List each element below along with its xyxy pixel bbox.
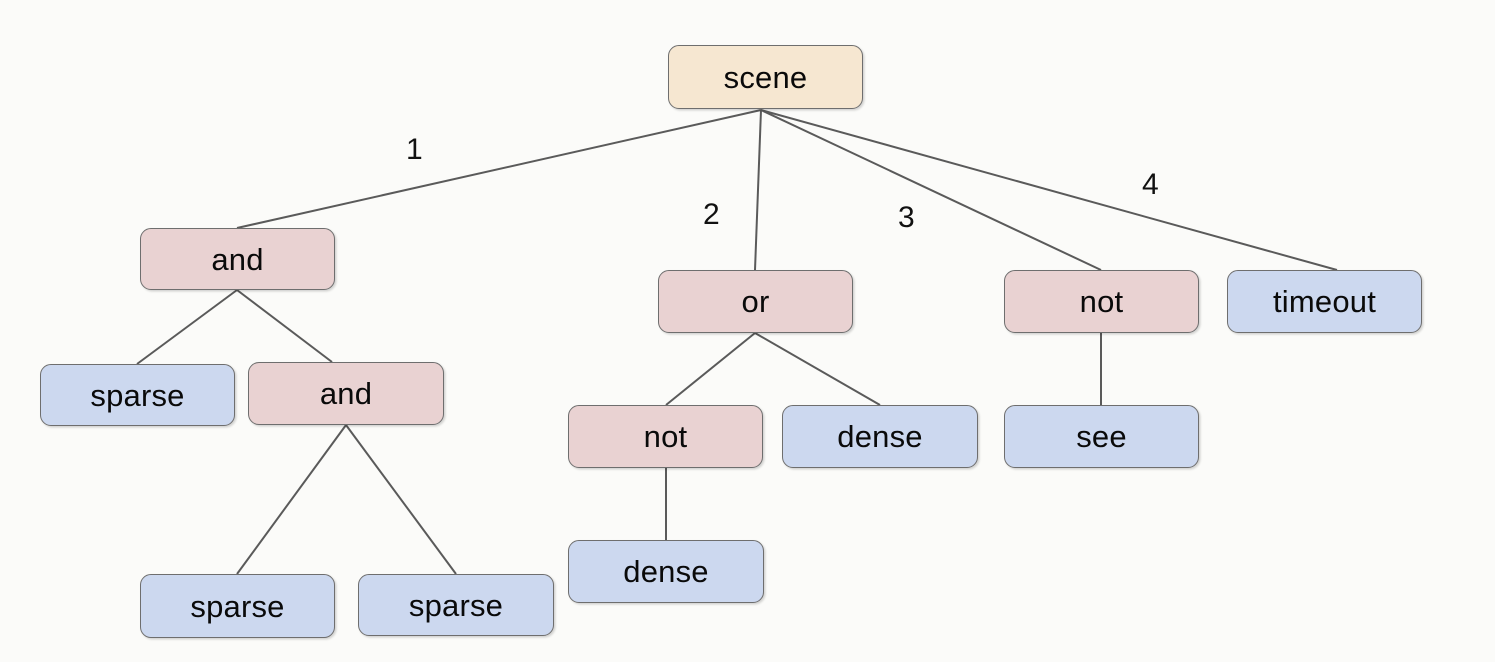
tree-node-not2[interactable]: not	[1004, 270, 1199, 333]
tree-node-sparse1[interactable]: sparse	[40, 364, 235, 426]
tree-edge-scene-to-and1	[236, 109, 762, 229]
tree-node-scene[interactable]: scene	[668, 45, 863, 109]
tree-node-label: not	[643, 419, 688, 454]
tree-node-label: not	[1079, 284, 1124, 319]
tree-node-label: sparse	[90, 377, 185, 413]
tree-edge-and2-to-sparse3	[345, 424, 457, 575]
tree-node-label: or	[741, 284, 770, 319]
tree-node-label: dense	[623, 554, 709, 589]
edge-label-4: 4	[1142, 168, 1159, 201]
tree-node-and1[interactable]: and	[140, 228, 335, 290]
tree-node-sparse3[interactable]: sparse	[358, 574, 554, 636]
tree-node-label: scene	[723, 59, 808, 95]
tree-node-see1[interactable]: see	[1004, 405, 1199, 468]
tree-edge-or1-to-not1	[665, 332, 756, 406]
tree-node-timeout1[interactable]: timeout	[1227, 270, 1422, 333]
tree-node-not1[interactable]: not	[568, 405, 763, 468]
tree-node-label: sparse	[190, 588, 285, 624]
tree-node-label: and	[211, 241, 264, 277]
tree-node-dense2[interactable]: dense	[568, 540, 764, 603]
tree-edge-or1-to-dense1	[754, 332, 881, 406]
tree-node-or1[interactable]: or	[658, 270, 853, 333]
tree-edge-scene-to-timeout1	[760, 109, 1338, 271]
tree-edge-scene-to-not2	[760, 109, 1102, 271]
tree-node-label: dense	[837, 419, 923, 454]
tree-edge-and2-to-sparse2	[236, 424, 347, 575]
tree-edge-scene-to-or1	[754, 109, 762, 271]
edge-label-3: 3	[898, 201, 915, 234]
tree-node-label: sparse	[408, 587, 504, 623]
tree-node-label: timeout	[1272, 284, 1377, 319]
tree-node-sparse2[interactable]: sparse	[140, 574, 335, 638]
tree-node-dense1[interactable]: dense	[782, 405, 978, 468]
tree-node-label: see	[1076, 419, 1127, 454]
tree-node-and2[interactable]: and	[248, 362, 444, 425]
edge-label-1: 1	[406, 133, 423, 166]
edge-label-2: 2	[703, 198, 720, 231]
tree-edge-and1-to-sparse1	[136, 289, 238, 365]
tree-node-label: and	[319, 376, 373, 411]
tree-edge-and1-to-and2	[236, 289, 333, 363]
